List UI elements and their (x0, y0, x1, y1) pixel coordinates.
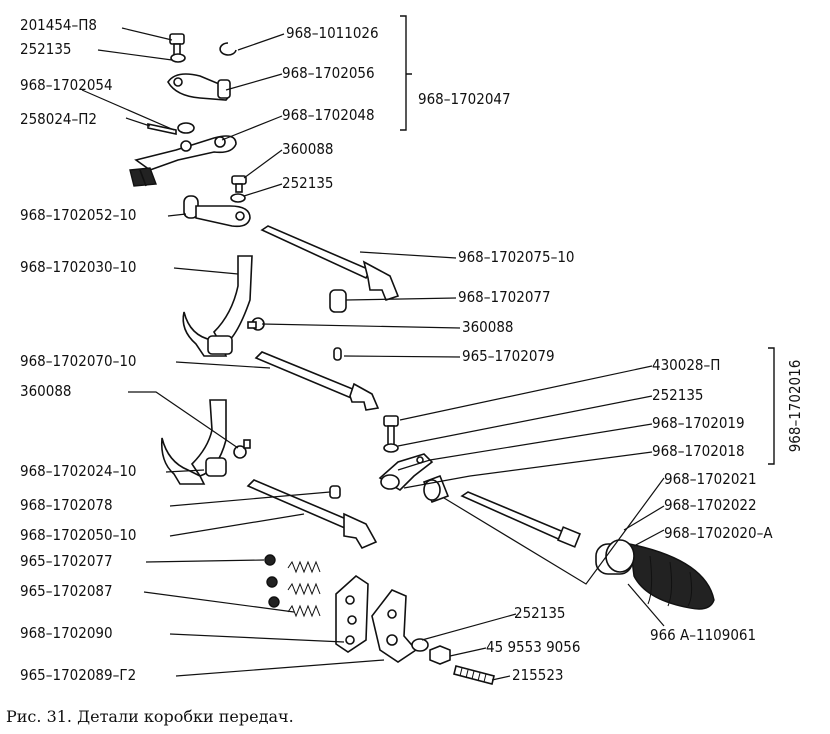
label-968-1702021: 968–1702021 (664, 470, 757, 488)
label-965-1702089-g2: 965–1702089–Г2 (20, 666, 136, 684)
part-pin-1702077 (329, 289, 347, 313)
label-968-1702078: 968–1702078 (20, 496, 113, 514)
part-snap-ring (219, 42, 237, 56)
label-201454-p8: 201454–П8 (20, 16, 97, 34)
part-balls-1702077 (264, 554, 280, 608)
label-968-1702030-10: 968–1702030–10 (20, 258, 137, 276)
label-968-1702022: 968–1702022 (664, 496, 757, 514)
part-shaft-1702070 (254, 351, 380, 411)
label-252135-mid: 252135 (282, 174, 334, 192)
label-252135-bottom: 252135 (514, 604, 566, 622)
part-fork-1702030 (182, 255, 253, 357)
bracket-1702016 (768, 347, 775, 465)
part-stud-215523 (453, 665, 495, 685)
part-washer-252135-mid (230, 193, 246, 203)
part-fork-1702024 (160, 399, 227, 485)
part-lever-1702048 (129, 135, 237, 187)
label-965-1702079: 965–1702079 (462, 347, 555, 365)
label-968-1702018: 968–1702018 (652, 442, 745, 460)
part-plate-1702089 (371, 589, 418, 663)
figure-caption: Рис. 31. Детали коробки передач. (6, 707, 294, 726)
part-springs-1702087 (287, 560, 321, 618)
part-shaft-1702075 (260, 225, 400, 301)
label-968-1702050-10: 968–1702050–10 (20, 526, 137, 544)
label-968-1702016: 968–1702016 (786, 360, 804, 453)
label-252135-top: 252135 (20, 40, 72, 58)
label-360088-bottom: 360088 (20, 382, 72, 400)
label-360088-top: 360088 (282, 140, 334, 158)
label-965-1702087: 965–1702087 (20, 582, 113, 600)
label-968-1702020-a: 968–1702020–А (664, 524, 773, 542)
label-968-1702019: 968–1702019 (652, 414, 745, 432)
part-washer-252135-top (170, 53, 186, 63)
label-968-1702090: 968–1702090 (20, 624, 113, 642)
label-252135-right: 252135 (652, 386, 704, 404)
part-boot-1702020 (595, 539, 715, 610)
part-pin-1702079 (333, 347, 342, 361)
part-washer-252135-bottom (411, 638, 429, 652)
label-968-1702054: 968–1702054 (20, 76, 113, 94)
label-45-9553-9056: 45 9553 9056 (486, 638, 580, 656)
part-bolt-201454 (169, 33, 185, 57)
part-pin-258024 (147, 123, 177, 135)
label-968-1702077: 968–1702077 (458, 288, 551, 306)
part-lever-1702056 (167, 73, 231, 101)
label-430028-p: 430028–П (652, 356, 720, 374)
label-968-1702048: 968–1702048 (282, 106, 375, 124)
part-bolt-360088-b (247, 317, 265, 331)
label-968-1702052-10: 968–1702052–10 (20, 206, 137, 224)
label-968-1702075-10: 968–1702075–10 (458, 248, 575, 266)
bracket-1702047 (400, 15, 412, 131)
label-966a-1109061: 966 А–1109061 (650, 626, 756, 644)
part-washer-1702054 (177, 122, 195, 134)
label-968-1702056: 968–1702056 (282, 64, 375, 82)
part-pin-1702078 (329, 485, 341, 499)
part-shaft-1702022 (460, 491, 582, 548)
label-968-1702047: 968–1702047 (418, 90, 511, 108)
part-lever-1702052 (183, 195, 251, 228)
part-bolt-360088-c (233, 439, 251, 459)
label-968-1011026: 968–1011026 (286, 24, 379, 42)
label-360088-mid: 360088 (462, 318, 514, 336)
part-plate-1702090 (335, 574, 369, 653)
part-nut-459553 (429, 645, 451, 665)
leader-lines (81, 27, 665, 681)
part-bolt-360088-a (231, 175, 247, 193)
label-968-1702024-10: 968–1702024–10 (20, 462, 137, 480)
label-258024-p2: 258024–П2 (20, 110, 97, 128)
part-bolt-430028 (383, 415, 399, 453)
part-shaft-1702050 (246, 479, 378, 550)
label-968-1702070-10: 968–1702070–10 (20, 352, 137, 370)
part-bushing-1702021 (422, 474, 450, 504)
label-965-1702077: 965–1702077 (20, 552, 113, 570)
label-215523: 215523 (512, 666, 564, 684)
